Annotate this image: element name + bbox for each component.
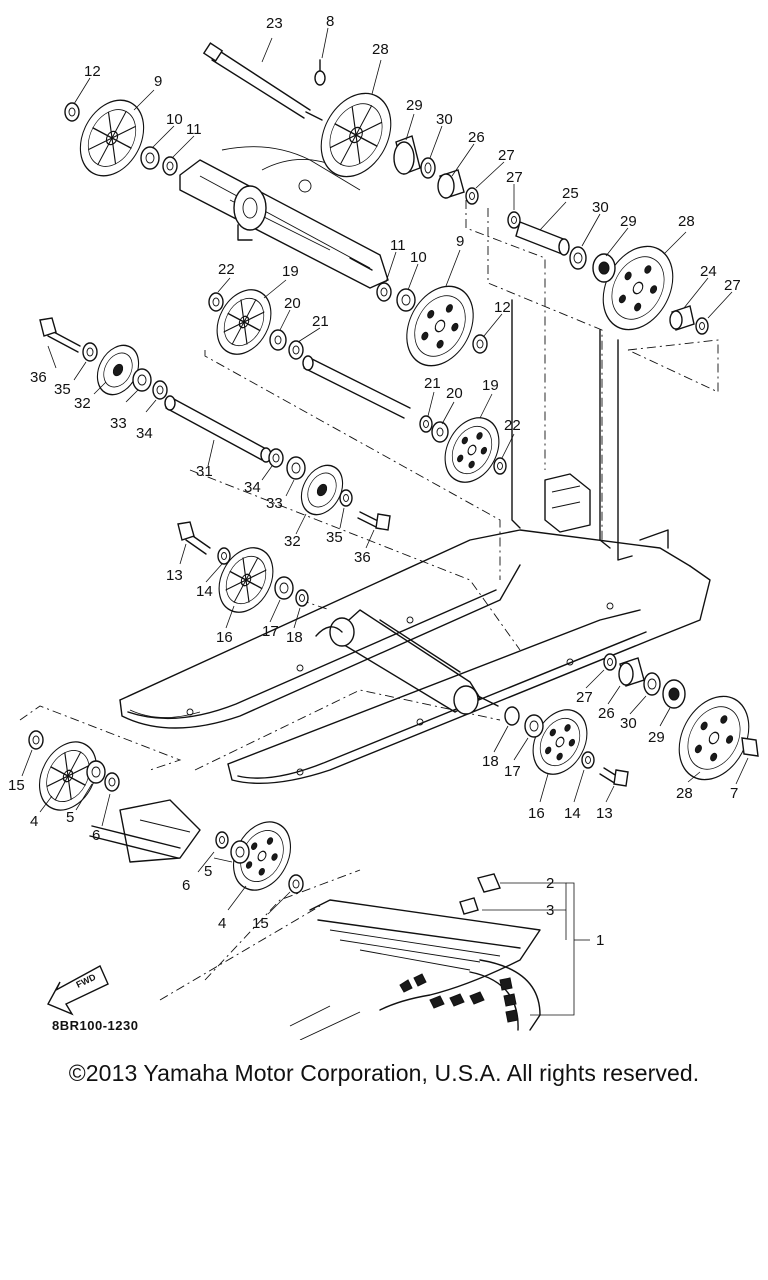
callout-19: 19 — [482, 377, 499, 394]
callout-10: 10 — [166, 111, 183, 128]
callout-16: 16 — [528, 805, 545, 822]
rear-axle-shaft — [302, 355, 411, 419]
callout-27: 27 — [506, 169, 523, 186]
callout-25: 25 — [562, 185, 579, 202]
callout-36: 36 — [354, 549, 371, 566]
callout-30: 30 — [436, 111, 453, 128]
callout-9: 9 — [154, 73, 162, 90]
callout-2: 2 — [546, 875, 554, 892]
callout-13: 13 — [596, 805, 613, 822]
callout-20: 20 — [446, 385, 463, 402]
callout-15: 15 — [8, 777, 25, 794]
spoked-wheel — [38, 92, 392, 811]
callout-27: 27 — [498, 147, 515, 164]
callout-14: 14 — [564, 805, 581, 822]
callout-20: 20 — [284, 295, 301, 312]
callout-10: 10 — [410, 249, 427, 266]
callout-17: 17 — [504, 763, 521, 780]
callout-5: 5 — [66, 809, 74, 826]
callout-27: 27 — [576, 689, 593, 706]
callout-36: 36 — [30, 369, 47, 386]
callout-23: 23 — [266, 15, 283, 32]
callout-29: 29 — [648, 729, 665, 746]
front-arm-shaft — [89, 799, 201, 863]
callout-27: 27 — [724, 277, 741, 294]
slide-rail-right — [227, 565, 711, 785]
callout-33: 33 — [266, 495, 283, 512]
callout-24: 24 — [700, 263, 717, 280]
callout-32: 32 — [284, 533, 301, 550]
exploded-parts-diagram: FWD — [8, 13, 759, 1040]
slide-rail-left — [119, 529, 691, 729]
callout-28: 28 — [372, 41, 389, 58]
callout-33: 33 — [110, 415, 127, 432]
callout-22: 22 — [504, 417, 521, 434]
copyright-notice: ©2013 Yamaha Motor Corporation, U.S.A. A… — [68, 1060, 700, 1086]
track-assembly — [289, 873, 541, 1040]
callout-4: 4 — [30, 813, 38, 830]
disc-wheel — [232, 245, 750, 891]
bolt-8 — [314, 59, 326, 86]
callout-22: 22 — [218, 261, 235, 278]
callout-31: 31 — [196, 463, 213, 480]
drawing-code: 8BR100-1230 — [52, 1018, 138, 1033]
callout-34: 34 — [136, 425, 153, 442]
callout-35: 35 — [54, 381, 71, 398]
callout-5: 5 — [204, 863, 212, 880]
callout-13: 13 — [166, 567, 183, 584]
callout-4: 4 — [218, 915, 226, 932]
rear-arm-bracket — [511, 299, 669, 561]
callout-18: 18 — [286, 629, 303, 646]
callout-30: 30 — [592, 199, 609, 216]
callout-19: 19 — [282, 263, 299, 280]
callout-34: 34 — [244, 479, 261, 496]
callout-12: 12 — [494, 299, 511, 316]
callout-15: 15 — [252, 915, 269, 932]
callout-26: 26 — [468, 129, 485, 146]
callout-6: 6 — [182, 877, 190, 894]
callout-9: 9 — [456, 233, 464, 250]
front-suspension-arm — [315, 609, 499, 715]
callout-26: 26 — [598, 705, 615, 722]
shaft-31 — [164, 395, 272, 463]
callout-11: 11 — [390, 237, 406, 254]
shaft-23 — [202, 42, 323, 121]
callout-21: 21 — [312, 313, 329, 330]
callout-35: 35 — [326, 529, 343, 546]
rear-pivot-arm — [179, 146, 389, 289]
callout-7: 7 — [730, 785, 738, 802]
callout-14: 14 — [196, 583, 213, 600]
small-idler-wheel — [96, 344, 344, 516]
callout-28: 28 — [676, 785, 693, 802]
callout-11: 11 — [186, 121, 202, 138]
callout-8: 8 — [326, 13, 334, 30]
bolts — [39, 317, 759, 787]
callout-29: 29 — [620, 213, 637, 230]
callout-32: 32 — [74, 395, 91, 412]
callouts: 23 8 28 12 9 10 11 29 30 26 27 27 25 30 … — [8, 13, 741, 949]
callout-3: 3 — [546, 902, 554, 919]
callout-1: 1 — [596, 932, 604, 949]
callout-29: 29 — [406, 97, 423, 114]
callout-21: 21 — [424, 375, 441, 392]
callout-17: 17 — [262, 623, 279, 640]
callout-6: 6 — [92, 827, 100, 844]
callout-18: 18 — [482, 753, 499, 770]
forward-arrow-icon: FWD — [47, 965, 109, 1016]
callout-12: 12 — [84, 63, 101, 80]
callout-30: 30 — [620, 715, 637, 732]
callout-28: 28 — [678, 213, 695, 230]
bearings-and-washers — [28, 102, 709, 894]
leader-lines — [21, 27, 749, 1016]
callout-16: 16 — [216, 629, 233, 646]
